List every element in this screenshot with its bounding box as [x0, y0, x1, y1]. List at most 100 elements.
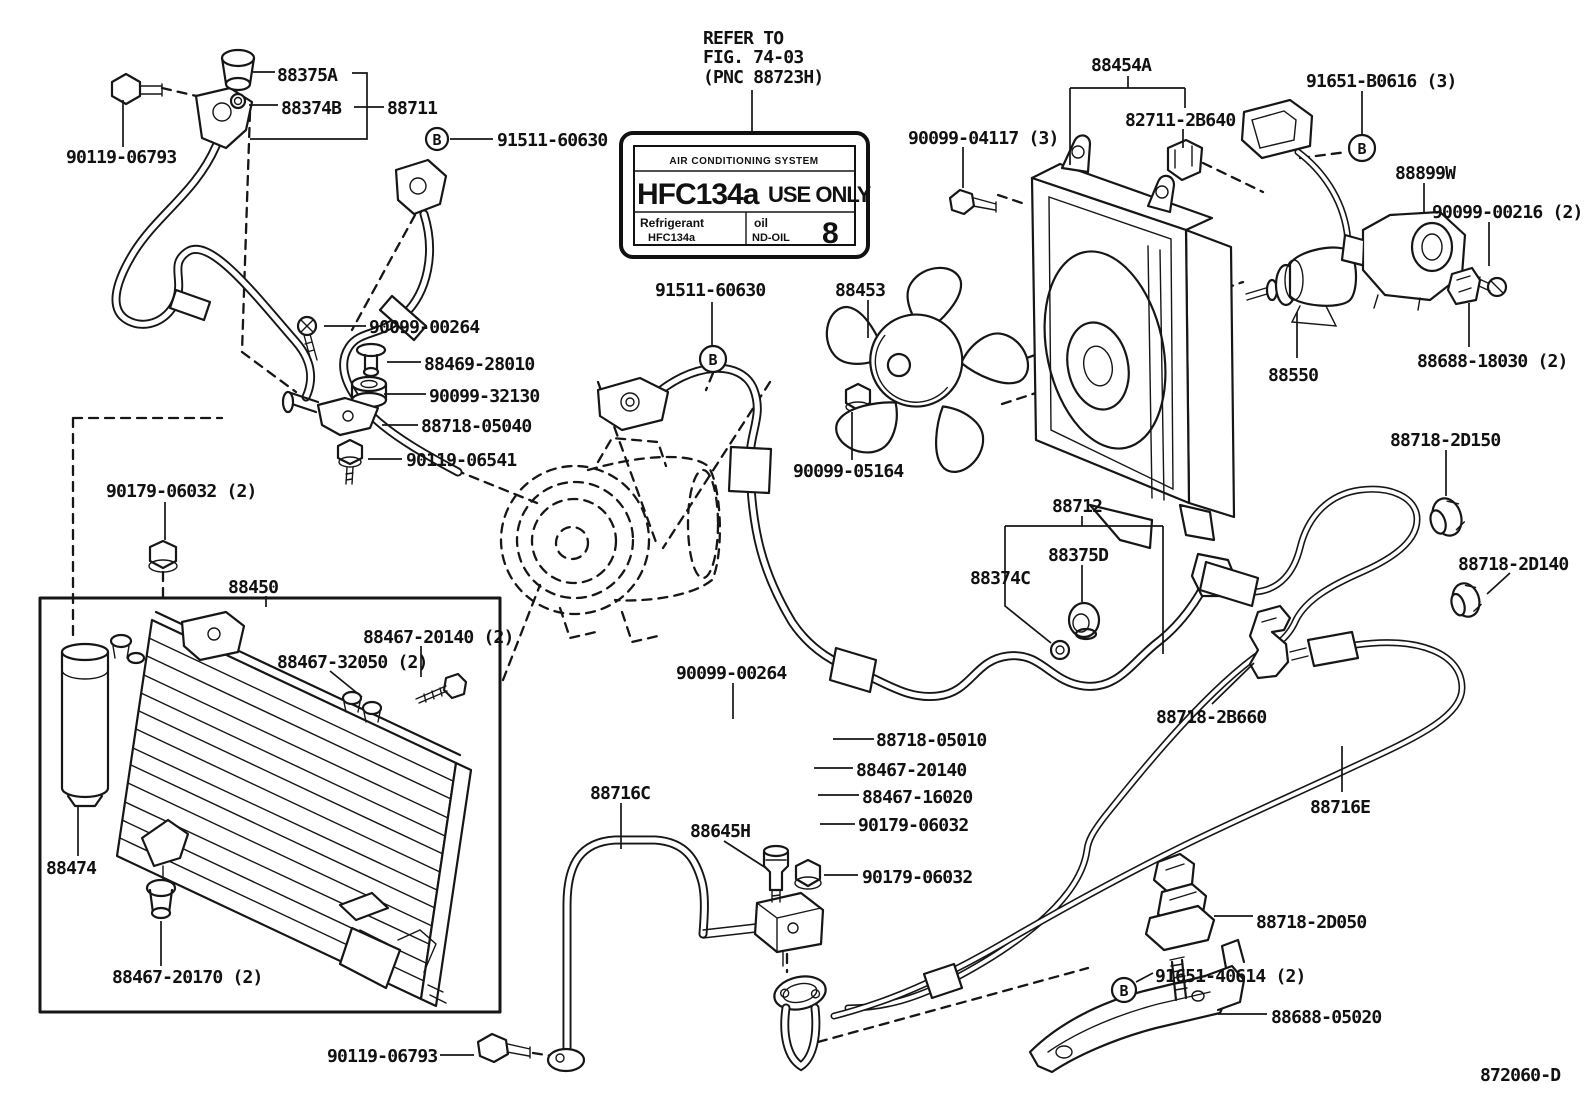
tube-flange	[546, 1047, 586, 1073]
part-label: 88467-20140 (2)	[363, 627, 514, 648]
part-label: 88550	[1268, 365, 1318, 386]
part-label: 90119-06793	[327, 1046, 437, 1067]
stud-bolt	[1169, 956, 1188, 1002]
part-label: 88374C	[970, 568, 1030, 589]
part-label: 88712	[1052, 496, 1102, 517]
shroud-inner-frame	[1048, 196, 1174, 491]
tube-fitting-block	[753, 891, 825, 954]
bracket-hole	[1055, 1045, 1073, 1059]
part-label: 90099-04117 (3)	[908, 128, 1059, 149]
part-label: 88716E	[1310, 797, 1370, 818]
tube-stub	[702, 923, 757, 939]
lower-grommet	[145, 878, 177, 920]
part-label: 88711	[387, 98, 437, 119]
foot-detail	[359, 929, 437, 973]
elbow-port	[409, 177, 427, 195]
pipe-crimp-sleeve	[1306, 630, 1360, 668]
condenser-side-grommets	[109, 633, 146, 665]
flange-nut	[148, 539, 178, 573]
flange-bolt-bottom	[476, 1032, 531, 1064]
hose-a-crimp	[168, 288, 212, 322]
label-main: HFC134a	[637, 178, 760, 211]
motor-clamp	[1446, 266, 1482, 306]
marker-letter: B	[1357, 140, 1366, 158]
shroud-motor-ring	[1066, 321, 1130, 411]
motor-face	[1284, 259, 1304, 301]
part-label: 88645H	[690, 821, 750, 842]
marker-circle	[698, 344, 728, 374]
cooling-fan	[825, 266, 1030, 473]
part-label: 82711-2B640	[1125, 110, 1235, 131]
part-label: 88375A	[277, 65, 338, 86]
part-label: 88718-2D050	[1256, 912, 1366, 933]
pipe-bracket	[281, 390, 380, 437]
grommet-2d150	[1429, 497, 1466, 537]
shroud-strut	[1147, 245, 1165, 501]
clip-slots	[1174, 145, 1193, 169]
part-label: 90099-05164	[793, 461, 904, 482]
pipe-clamp-2d050	[1144, 852, 1216, 952]
condenser-outlet-stub	[427, 984, 447, 1004]
part-label: 88467-32050 (2)	[277, 652, 428, 673]
label-header: AIR CONDITIONING SYSTEM	[669, 156, 818, 167]
leader-lines	[77, 71, 1511, 1056]
part-label: 88450	[228, 577, 278, 598]
flange-hole	[555, 1053, 565, 1063]
condenser-core	[115, 618, 458, 1001]
marker-circle	[1347, 133, 1377, 163]
fan-shroud	[948, 134, 1236, 550]
label-refrigerant-title: Refrigerant	[640, 216, 704, 230]
part-label: 90179-06032	[862, 867, 972, 888]
part-label: 88718-05010	[876, 730, 986, 751]
shroud-ear-right	[1146, 174, 1176, 214]
compressor-reference	[499, 436, 722, 644]
fan-hub	[869, 313, 964, 408]
tapping-screw	[296, 315, 318, 362]
part-label: 88467-16020	[862, 787, 972, 808]
grommet-small-inner	[1055, 645, 1065, 655]
label-badge: 8	[822, 217, 839, 250]
part-label: 88718-2B660	[1156, 707, 1266, 728]
refer-note-line2: FIG. 74-03	[703, 47, 803, 68]
part-label: 88716C	[590, 783, 650, 804]
hose-b-crimp	[378, 294, 428, 342]
pipe-clamp-slot	[1261, 617, 1277, 623]
part-label: 88474	[46, 858, 97, 879]
bolt-markers: B B B B	[424, 126, 1377, 1004]
condenser-lower-bracket	[140, 818, 190, 868]
part-label: 88374B	[281, 98, 342, 119]
bracket-tab	[1340, 233, 1365, 267]
part-label: 90099-00264	[369, 317, 480, 338]
part-label: 88718-2D150	[1390, 430, 1500, 451]
part-label: 90179-06032 (2)	[106, 481, 257, 502]
grommet-pair	[341, 690, 383, 723]
suction-tube	[476, 835, 827, 1073]
connector-detail	[1251, 110, 1297, 149]
label-oil-value: ND-OIL	[752, 232, 790, 244]
part-label: 88469-28010	[424, 354, 534, 375]
part-label: 91511-60630	[497, 130, 607, 151]
motor-legs	[1290, 305, 1338, 327]
pipe-clamp-parts	[148, 315, 388, 573]
fitting-port	[212, 102, 232, 122]
condenser-upper-bracket	[180, 610, 246, 662]
receiver-drier	[60, 642, 110, 808]
liquid-pipes	[830, 485, 1482, 1020]
part-label: 88467-20140	[856, 760, 966, 781]
pipe-clamp	[1248, 604, 1292, 680]
switch-nut	[794, 858, 822, 890]
part-label: 90099-00264	[676, 663, 787, 684]
label-inner-border	[633, 145, 856, 246]
fan-blades	[825, 266, 1030, 473]
flange-bolt-small	[336, 438, 364, 485]
pipe-crimp-sleeve	[922, 962, 964, 1000]
suction-hose-assembly	[110, 48, 463, 477]
elbow-port-inner	[625, 397, 635, 407]
condenser-fins	[119, 637, 454, 982]
grommet	[355, 342, 387, 378]
condenser-mount-bolt	[415, 672, 468, 704]
bracket-end-clamp	[1203, 938, 1246, 1012]
elbow-port	[620, 392, 640, 412]
part-label: 88718-2D140	[1458, 554, 1568, 575]
